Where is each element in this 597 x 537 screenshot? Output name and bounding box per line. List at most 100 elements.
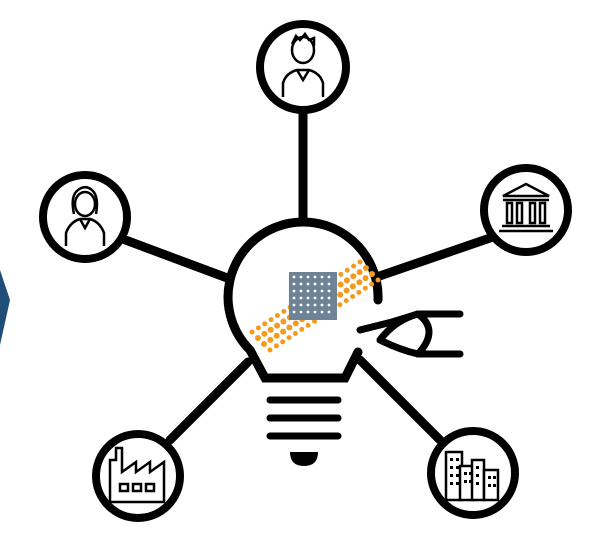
logo-orange-dot xyxy=(356,269,363,276)
spoke-city xyxy=(355,355,445,445)
logo-white-dot xyxy=(306,289,310,293)
logo-orange-dot xyxy=(268,317,274,323)
man-icon xyxy=(281,31,325,97)
logo-white-dot xyxy=(299,282,303,286)
logo-orange-dot xyxy=(349,283,356,290)
lightbulb-icon xyxy=(223,217,383,466)
logo-white-dot xyxy=(327,303,331,307)
logo-white-dot xyxy=(299,275,303,279)
logo-white-dot xyxy=(313,303,317,307)
logo-orange-dot xyxy=(255,325,261,331)
logo-orange-dot xyxy=(350,294,356,299)
logo-orange-dot xyxy=(273,332,280,339)
halftone-logo-icon xyxy=(249,259,381,353)
spoke-institution xyxy=(363,233,495,285)
logo-white-dot xyxy=(320,275,324,279)
logo-orange-dot xyxy=(343,287,350,294)
logo-orange-dot xyxy=(369,281,375,287)
logo-white-dot xyxy=(327,296,331,300)
logo-orange-dot xyxy=(274,313,280,318)
logo-white-dot xyxy=(306,296,310,300)
logo-orange-dot xyxy=(362,285,368,291)
spoke-woman xyxy=(115,233,243,287)
logo-orange-dot xyxy=(280,318,287,325)
factory-icon xyxy=(108,446,166,504)
logo-white-dot xyxy=(299,289,303,293)
logo-white-dot xyxy=(327,289,331,293)
logo-orange-dot xyxy=(299,326,305,332)
logo-white-dot xyxy=(292,296,296,300)
logo-orange-dot xyxy=(261,330,268,337)
logo-white-dot xyxy=(327,282,331,286)
logo-orange-dot xyxy=(338,271,344,277)
logo-white-dot xyxy=(299,303,303,307)
logo-orange-dot xyxy=(255,335,261,341)
logo-orange-dot xyxy=(281,308,287,314)
logo-orange-dot xyxy=(337,281,344,288)
logo-orange-dot xyxy=(356,279,363,286)
logo-orange-dot xyxy=(292,331,298,336)
logo-white-dot xyxy=(313,296,317,300)
logo-white-dot xyxy=(292,282,296,286)
logo-orange-dot xyxy=(267,347,273,353)
logo-orange-dot xyxy=(305,322,311,328)
node-industry xyxy=(92,430,184,522)
logo-orange-dot xyxy=(369,271,375,277)
logo-white-dot xyxy=(306,303,310,307)
logo-orange-dot xyxy=(286,335,292,341)
logo-orange-dot xyxy=(286,324,293,331)
logo-orange-dot xyxy=(363,265,369,271)
logo-white-dot xyxy=(313,275,317,279)
logo-orange-dot xyxy=(356,289,362,295)
logo-white-dot xyxy=(299,296,303,300)
logo-white-dot xyxy=(313,282,317,286)
logo-white-dot xyxy=(292,303,296,307)
logo-orange-dot xyxy=(249,329,255,335)
logo-white-dot xyxy=(306,275,310,279)
edge-blue-shape xyxy=(0,270,10,345)
logo-orange-dot xyxy=(344,267,350,273)
logo-orange-dot xyxy=(351,263,357,269)
logo-white-dot xyxy=(313,289,317,293)
logo-orange-dot xyxy=(274,322,281,329)
logo-orange-dot xyxy=(273,343,279,349)
logo-orange-dot xyxy=(337,291,344,298)
logo-orange-dot xyxy=(280,339,286,345)
logo-orange-dot xyxy=(375,277,381,283)
logo-white-dot xyxy=(292,289,296,293)
logo-white-dot xyxy=(327,275,331,279)
logo-orange-dot xyxy=(362,275,369,282)
bank-building-icon xyxy=(499,182,553,233)
bulb-tip xyxy=(290,452,318,466)
logo-white-dot xyxy=(292,275,296,279)
spoke-industry xyxy=(165,357,253,445)
node-man xyxy=(256,20,350,114)
logo-white-dot xyxy=(320,303,324,307)
node-institution xyxy=(480,164,572,256)
logo-white-dot xyxy=(320,310,324,314)
logo-white-dot xyxy=(327,310,331,314)
logo-white-dot xyxy=(313,310,317,314)
logo-orange-dot xyxy=(280,328,287,335)
logo-white-dot xyxy=(299,310,303,314)
logo-orange-dot xyxy=(262,321,268,327)
logo-orange-dot xyxy=(267,326,274,333)
logo-orange-dot xyxy=(343,277,350,284)
connector-lines xyxy=(115,105,495,445)
plug-connector-icon xyxy=(356,310,464,358)
logo-white-dot xyxy=(306,282,310,286)
logo-white-dot xyxy=(320,282,324,286)
logo-orange-dot xyxy=(261,341,267,347)
logo-orange-dot xyxy=(350,273,357,280)
woman-icon xyxy=(64,186,106,246)
logo-white-dot xyxy=(306,310,310,314)
logo-white-dot xyxy=(292,310,296,314)
city-buildings-icon xyxy=(444,450,500,502)
logo-orange-dot xyxy=(343,298,349,304)
logo-orange-dot xyxy=(337,302,343,308)
logo-orange-dot xyxy=(357,259,363,265)
logo-orange-dot xyxy=(292,320,299,327)
logo-white-dot xyxy=(320,289,324,293)
logo-orange-dot xyxy=(267,336,274,343)
